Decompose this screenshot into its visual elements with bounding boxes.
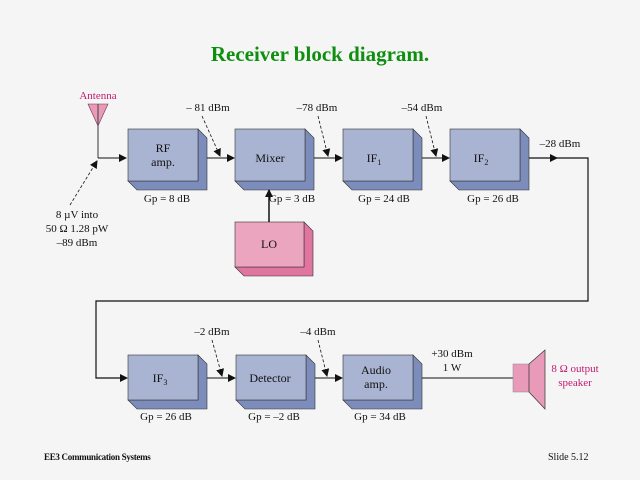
if2-gain: Gp = 26 dB xyxy=(467,193,519,205)
audio-amp-gain: Gp = 34 dB xyxy=(354,411,406,423)
rf-amp-label-1: RF xyxy=(156,141,171,155)
input-pointer xyxy=(69,160,98,206)
audio-amp-block: Audio amp. xyxy=(342,354,423,410)
detector-block: Detector xyxy=(235,354,316,410)
level-after-detector: –4 dBm xyxy=(299,326,336,338)
level-pointer-rf xyxy=(201,115,221,157)
if1-block: IF1 xyxy=(342,128,423,191)
lo-label: LO xyxy=(261,237,277,251)
lo-block: LO xyxy=(234,221,314,277)
slide-title: Receiver block diagram. xyxy=(210,42,430,66)
input-note-line2: 50 Ω 1.28 pW xyxy=(46,223,109,235)
speaker-label-2: speaker xyxy=(558,377,592,389)
if3-block: IF3 xyxy=(127,354,208,410)
speaker-icon xyxy=(512,349,546,410)
output-level-dbm: +30 dBm xyxy=(431,348,473,360)
level-after-if2: –28 dBm xyxy=(539,138,581,150)
input-note-line3: –89 dBm xyxy=(56,237,98,249)
level-after-mixer: –78 dBm xyxy=(296,102,338,114)
if1-label: IF1 xyxy=(367,151,382,167)
if2-to-if3-wire xyxy=(95,157,589,379)
audio-amp-label-2: amp. xyxy=(364,377,388,391)
mixer-gain: Gp = 3 dB xyxy=(269,193,315,205)
output-level-watts: 1 W xyxy=(443,362,462,374)
level-pointer-if1 xyxy=(425,115,439,157)
input-note-line1: 8 µV into xyxy=(56,209,99,221)
detector-label: Detector xyxy=(249,371,290,385)
footer-slide-number: Slide 5.12 xyxy=(548,452,589,463)
speaker-label-1: 8 Ω output xyxy=(551,363,598,375)
antenna-label: Antenna xyxy=(79,90,116,102)
rf-amp-block: RF amp. xyxy=(127,128,208,191)
mixer-block: Mixer xyxy=(234,128,315,191)
level-after-if3: –2 dBm xyxy=(193,326,230,338)
if2-label: IF2 xyxy=(474,151,489,167)
level-pointer-mixer xyxy=(317,115,331,157)
level-pointer-if3 xyxy=(211,339,224,377)
antenna-icon xyxy=(87,103,109,158)
level-after-if1: –54 dBm xyxy=(401,102,443,114)
if3-gain: Gp = 26 dB xyxy=(140,411,192,423)
level-after-rf: – 81 dBm xyxy=(185,102,230,114)
mixer-label: Mixer xyxy=(255,151,284,165)
if3-label: IF3 xyxy=(153,371,168,387)
detector-gain: Gp = –2 dB xyxy=(248,411,300,423)
rf-amp-gain: Gp = 8 dB xyxy=(144,193,190,205)
if2-block: IF2 xyxy=(449,128,530,191)
if1-gain: Gp = 24 dB xyxy=(358,193,410,205)
audio-amp-label-1: Audio xyxy=(361,363,391,377)
level-pointer-detector xyxy=(317,339,330,377)
footer-course: EE3 Communication Systems xyxy=(44,452,151,462)
rf-amp-label-2: amp. xyxy=(151,155,175,169)
